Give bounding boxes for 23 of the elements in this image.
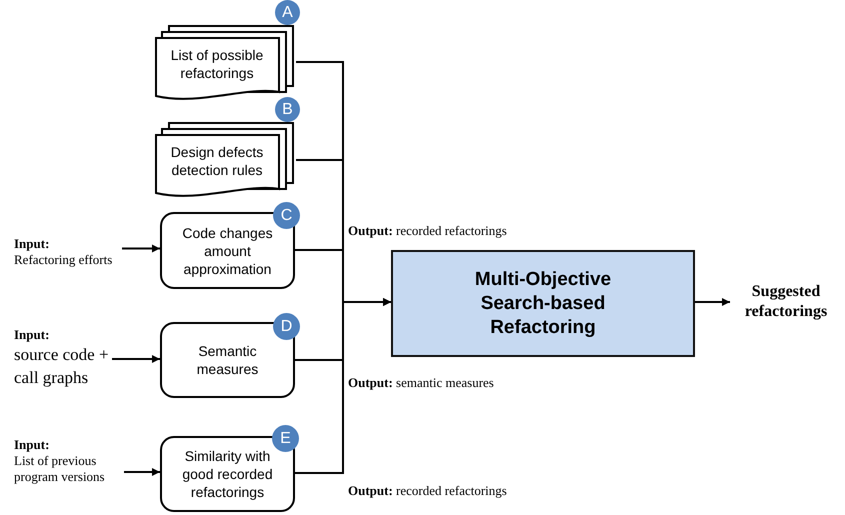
- input-description: List of previous program versions: [14, 453, 106, 485]
- input-heading: Input:: [14, 236, 50, 252]
- input-heading: Input:: [14, 437, 50, 453]
- step-badge: E: [272, 425, 299, 452]
- input-description: source code + call graphs: [14, 344, 110, 389]
- output-note: Output: recorded refactorings: [348, 223, 507, 239]
- output-text: Suggested refactorings: [730, 279, 842, 325]
- input-heading: Input:: [14, 327, 50, 343]
- input-description: Refactoring efforts: [14, 252, 112, 268]
- step-badge: B: [275, 97, 300, 122]
- arrow: [122, 244, 160, 252]
- document-title: Design defects detection rules: [170, 143, 264, 180]
- main-process-box: Multi-Objective Search-based Refactoring: [391, 250, 695, 357]
- output-note: Output: recorded refactorings: [348, 483, 507, 499]
- arrow: [124, 468, 160, 476]
- arrow: [295, 298, 391, 474]
- step-badge: C: [273, 202, 300, 229]
- document-title: List of possible refactorings: [170, 46, 264, 83]
- arrow: [695, 298, 730, 306]
- step-badge: D: [273, 313, 300, 340]
- output-note: Output: semantic measures: [348, 375, 494, 391]
- step-badge: A: [275, 0, 300, 25]
- arrow: [112, 355, 160, 363]
